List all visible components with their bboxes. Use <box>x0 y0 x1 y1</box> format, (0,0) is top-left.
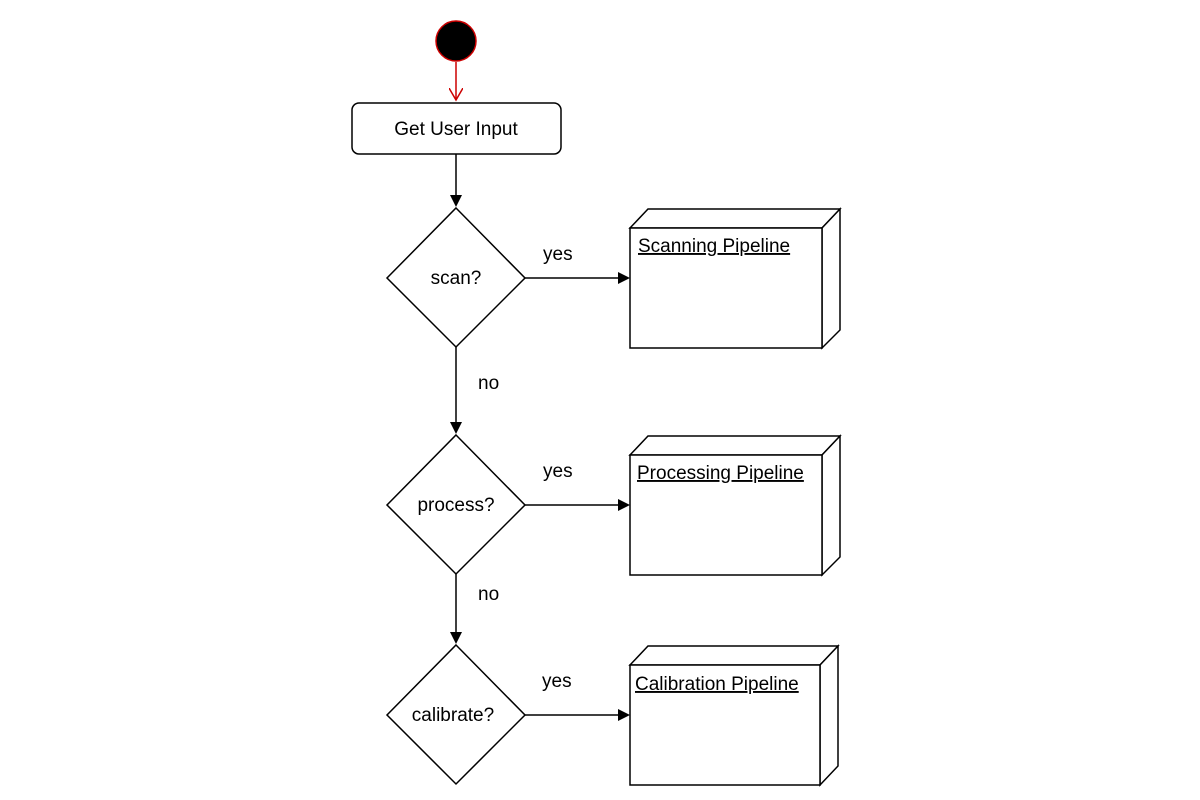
pipeline-node-front <box>629 664 821 786</box>
edge-label-process-yes: yes <box>543 461 573 482</box>
action-label: Get User Input <box>394 119 518 140</box>
pipeline-node-side <box>819 644 839 787</box>
pipeline-node-top <box>628 645 840 666</box>
pipeline-node-side <box>821 207 841 350</box>
start-node <box>435 20 477 62</box>
pipeline-title: Processing Pipeline <box>637 463 804 484</box>
pipeline-node-top <box>628 208 842 229</box>
pipeline-scanning: Scanning Pipeline <box>628 207 842 350</box>
pipeline-title: Calibration Pipeline <box>635 674 799 695</box>
decision-calibrate: calibrate? <box>385 643 527 786</box>
decision-scan: scan? <box>385 206 527 349</box>
pipeline-calibration: Calibration Pipeline <box>628 644 840 787</box>
decision-label: calibrate? <box>412 705 494 726</box>
action-get-user-input: Get User Input <box>351 102 562 155</box>
pipeline-node-side <box>821 434 841 577</box>
pipeline-title: Scanning Pipeline <box>638 236 790 257</box>
edge-label-scan-yes: yes <box>543 244 573 265</box>
pipeline-node-top <box>628 435 842 456</box>
edge-label-scan-no: no <box>478 373 499 394</box>
decision-label: process? <box>417 495 494 516</box>
decision-label: scan? <box>431 268 482 289</box>
decision-diamond <box>385 643 527 786</box>
edge-label-calibrate-yes: yes <box>542 671 572 692</box>
decision-process: process? <box>385 433 527 576</box>
pipeline-processing: Processing Pipeline <box>628 434 842 577</box>
pipeline-node-front <box>629 454 823 576</box>
edge-label-process-no: no <box>478 584 499 605</box>
pipeline-node-front <box>629 227 823 349</box>
